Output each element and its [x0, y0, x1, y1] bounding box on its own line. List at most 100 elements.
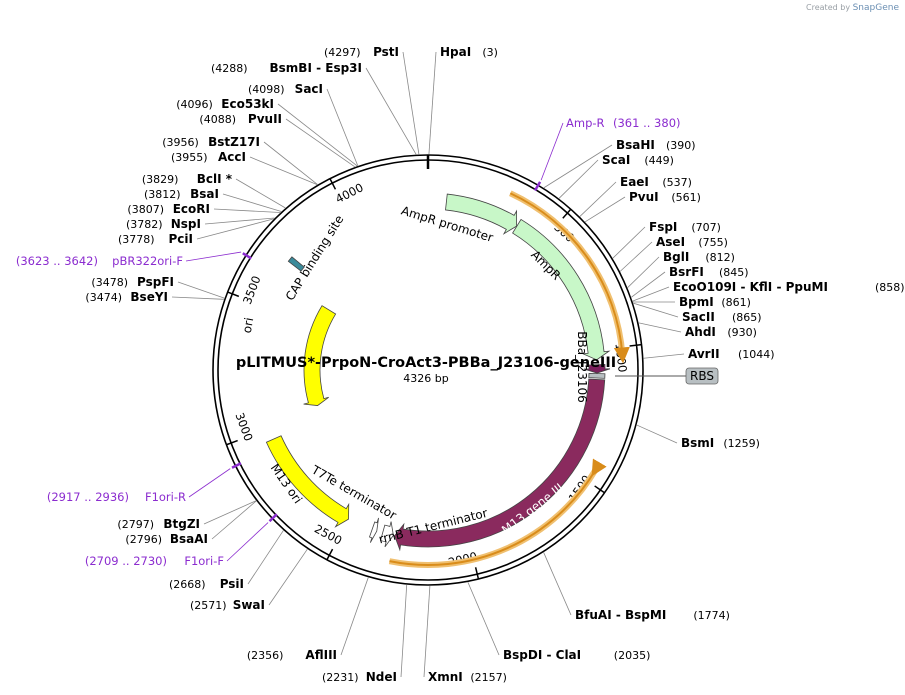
restriction-site[interactable]: BpmI(861): [633, 295, 751, 309]
primer-binding-site[interactable]: pBR322ori-F (3623 .. 3642): [16, 251, 252, 268]
site-position: (4096): [176, 98, 213, 111]
site-name: BsaI: [190, 187, 219, 201]
feature-m13-gene-iii[interactable]: [394, 378, 606, 552]
feature-m13-ori[interactable]: [265, 435, 350, 528]
restriction-site[interactable]: BsmI(1259): [636, 424, 760, 450]
site-position: (812): [705, 251, 735, 264]
feature-rrnb-t1-terminator[interactable]: [380, 521, 394, 548]
feature-rbs[interactable]: [588, 372, 606, 379]
site-name: SwaI: [233, 598, 265, 612]
restriction-site[interactable]: NdeI(2231): [322, 584, 408, 684]
orf-arc: [389, 458, 607, 566]
restriction-site[interactable]: PsiI(2668): [169, 530, 284, 591]
plasmid-title-block: pLITMUS*-PrpoN-CroAct3-PBBa_J23106-geneI…: [236, 355, 616, 385]
restriction-site[interactable]: NspI(3782): [126, 217, 275, 231]
site-name: EcoO109I - KflI - PpuMI: [673, 280, 828, 294]
primer-name: pBR322ori-F: [112, 254, 183, 268]
restriction-site[interactable]: XmnI(2157): [423, 585, 507, 684]
rbs-callout[interactable]: RBS: [615, 367, 719, 385]
site-name: BtgZI: [163, 517, 200, 531]
restriction-site[interactable]: PvuII(4088): [199, 112, 356, 168]
site-name: BclI *: [197, 172, 233, 186]
restriction-site[interactable]: FspI(707): [612, 220, 721, 259]
site-position: (858): [875, 281, 905, 294]
restriction-site[interactable]: EcoO109I - KflI - PpuMI (858): [632, 280, 905, 302]
site-name: PvuII: [248, 112, 282, 126]
feature-ampr[interactable]: [512, 218, 611, 361]
primer-binding-site[interactable]: F1ori-R(2917 .. 2936): [47, 462, 242, 504]
site-name: BspDI - ClaI: [503, 648, 581, 662]
restriction-site[interactable]: SacI(4098): [248, 82, 359, 166]
primer-name: Amp-R: [566, 116, 605, 130]
site-position: (3778): [118, 233, 155, 246]
restriction-site[interactable]: BtgZI (2797): [117, 500, 257, 531]
restriction-site[interactable]: BsaAI(2796): [125, 500, 257, 546]
site-position: (707): [691, 221, 721, 234]
restriction-site[interactable]: BfuAI - BspMI(1774): [543, 552, 730, 622]
site-position: (845): [719, 266, 749, 279]
site-position: (2796): [125, 533, 162, 546]
restriction-site[interactable]: BseYI(3474): [85, 290, 224, 304]
primer-range: (3623 .. 3642): [16, 254, 98, 268]
site-name: Eco53kI: [221, 97, 274, 111]
restriction-site[interactable]: PvuI(561): [584, 190, 701, 223]
primer-range: (2709 .. 2730): [85, 554, 167, 568]
site-name: EaeI: [620, 175, 649, 189]
site-position: (3478): [91, 276, 128, 289]
restriction-site[interactable]: PstI(4297): [324, 45, 420, 155]
site-position: (3782): [126, 218, 163, 231]
restriction-site[interactable]: BclI *(3829): [142, 172, 286, 209]
restriction-site[interactable]: BsrFI(845): [631, 265, 749, 298]
site-position: (2035): [614, 649, 651, 662]
restriction-site[interactable]: ScaI(449): [558, 153, 674, 199]
feature-ampr-promoter[interactable]: [445, 193, 518, 235]
site-name: BseYI: [130, 290, 168, 304]
site-position: (4288): [211, 62, 248, 75]
primer-range: (361 .. 380): [613, 116, 681, 130]
restriction-site[interactable]: HpaI(3): [428, 45, 498, 155]
restriction-site[interactable]: EaeI(537): [579, 175, 692, 217]
primer-binding-site[interactable]: F1ori-F(2709 .. 2730): [85, 513, 278, 568]
site-position: (755): [698, 236, 728, 249]
site-position: (3955): [171, 151, 208, 164]
site-name: SacII: [682, 310, 715, 324]
restriction-site[interactable]: SwaI(2571): [190, 548, 308, 612]
restriction-site[interactable]: AvrII(1044): [643, 347, 775, 361]
site-position: (3812): [144, 188, 181, 201]
feature-bba-j23106[interactable]: [583, 364, 611, 374]
feature-cap-binding-site[interactable]: [287, 256, 305, 272]
site-name: BglI: [663, 250, 689, 264]
restriction-site[interactable]: AccI(3955): [171, 150, 318, 185]
bp-tick-mark: [227, 291, 240, 298]
feature-t7te-terminator[interactable]: [368, 517, 379, 543]
site-position: (4098): [248, 83, 285, 96]
primer-binding-site[interactable]: Amp-R (361 .. 380): [533, 116, 681, 192]
snapgene-logo: SnapGene: [852, 3, 899, 13]
feature-label: BBa_J23106: [575, 331, 589, 403]
site-position: (1774): [693, 609, 730, 622]
site-position: (2668): [169, 578, 206, 591]
restriction-site[interactable]: BstZ17I(3956): [162, 135, 318, 185]
restriction-site[interactable]: BspDI - ClaI (2035): [467, 582, 651, 662]
site-position: (561): [671, 191, 701, 204]
restriction-site[interactable]: BsaI (3812): [144, 187, 282, 212]
bp-tick-mark: [226, 439, 238, 446]
site-position: (1259): [723, 437, 760, 450]
restriction-site[interactable]: Eco53kI (4096): [176, 97, 358, 167]
restriction-site[interactable]: EcoRI(3807): [127, 202, 281, 216]
site-name: PstI: [373, 45, 399, 59]
restriction-site[interactable]: BsaHI(390): [543, 138, 696, 189]
site-position: (2797): [117, 518, 154, 531]
site-position: (3): [482, 46, 498, 59]
restriction-site[interactable]: AhdI(930): [638, 322, 757, 339]
feature-ori[interactable]: [303, 305, 337, 406]
restriction-site[interactable]: PspFI(3478): [91, 275, 225, 299]
site-position: (2231): [322, 671, 359, 684]
restriction-site[interactable]: BglI (812): [627, 250, 735, 288]
restriction-site[interactable]: AflIII(2356): [247, 577, 369, 662]
restriction-site[interactable]: PciI(3778): [118, 218, 274, 246]
restriction-site[interactable]: SacII(865): [633, 302, 762, 324]
restriction-site[interactable]: AseI(755): [619, 235, 728, 272]
restriction-site[interactable]: BsmBI - Esp3I(4288): [211, 61, 417, 155]
